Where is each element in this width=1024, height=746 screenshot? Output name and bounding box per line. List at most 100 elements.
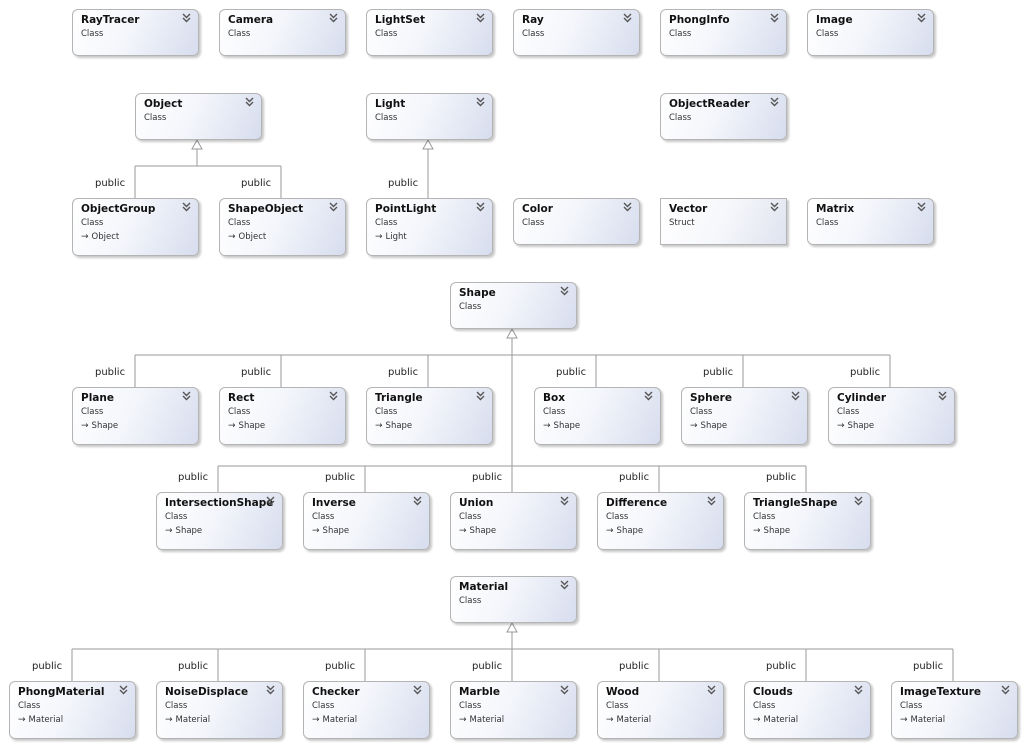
double-chevron-down-icon[interactable] (854, 685, 863, 695)
double-chevron-down-icon[interactable] (560, 685, 569, 695)
double-chevron-down-icon[interactable] (329, 202, 338, 212)
inherit-arrow-icon: → (753, 715, 761, 725)
double-chevron-down-icon[interactable] (707, 496, 716, 506)
double-chevron-down-icon[interactable] (854, 496, 863, 506)
double-chevron-down-icon[interactable] (119, 685, 128, 695)
double-chevron-down-icon[interactable] (476, 391, 485, 401)
class-kind: Class (837, 407, 860, 417)
inherit-arrow-icon: → (312, 526, 320, 536)
double-chevron-down-icon[interactable] (329, 391, 338, 401)
double-chevron-down-icon[interactable] (770, 13, 779, 23)
class-kind: Class (459, 701, 482, 711)
class-name: TriangleShape (753, 497, 838, 509)
double-chevron-down-icon[interactable] (476, 13, 485, 23)
double-chevron-down-icon[interactable] (266, 685, 275, 695)
class-kind: Class (81, 29, 104, 39)
class-kind: Class (753, 512, 776, 522)
double-chevron-down-icon[interactable] (644, 391, 653, 401)
class-kind: Class (165, 512, 188, 522)
base-class-name: Shape (553, 421, 581, 431)
base-class-name: Shape (385, 421, 413, 431)
inherit-arrow-icon: → (165, 715, 173, 725)
double-chevron-down-icon[interactable] (707, 685, 716, 695)
public-label: public (619, 661, 650, 672)
base-class-line: →Shape (690, 421, 727, 431)
base-class-line: →Material (18, 715, 63, 725)
base-class-line: →Shape (837, 421, 874, 431)
double-chevron-down-icon[interactable] (413, 685, 422, 695)
double-chevron-down-icon[interactable] (182, 13, 191, 23)
public-label: public (95, 178, 126, 189)
public-label: public (472, 472, 503, 483)
double-chevron-down-icon[interactable] (182, 202, 191, 212)
class-kind: Class (375, 29, 398, 39)
public-label: public (325, 661, 356, 672)
class-name: Difference (606, 497, 668, 509)
double-chevron-down-icon[interactable] (560, 580, 569, 590)
inherit-arrow-icon: → (81, 421, 89, 431)
double-chevron-down-icon[interactable] (560, 496, 569, 506)
double-chevron-down-icon[interactable] (623, 13, 632, 23)
class-name: Material (459, 581, 509, 593)
base-class-line: →Material (312, 715, 357, 725)
base-class-name: Material (322, 715, 358, 725)
double-chevron-down-icon[interactable] (1001, 685, 1010, 695)
double-chevron-down-icon[interactable] (476, 202, 485, 212)
double-chevron-down-icon[interactable] (476, 97, 485, 107)
double-chevron-down-icon[interactable] (791, 391, 800, 401)
double-chevron-down-icon[interactable] (245, 97, 254, 107)
class-kind: Class (459, 596, 482, 606)
double-chevron-down-icon[interactable] (770, 97, 779, 107)
double-chevron-down-icon[interactable] (266, 496, 275, 506)
double-chevron-down-icon[interactable] (938, 391, 947, 401)
double-chevron-down-icon[interactable] (770, 202, 779, 212)
double-chevron-down-icon[interactable] (623, 202, 632, 212)
double-chevron-down-icon[interactable] (560, 286, 569, 296)
class-name: Plane (81, 392, 114, 404)
double-chevron-down-icon[interactable] (182, 391, 191, 401)
double-chevron-down-icon[interactable] (329, 13, 338, 23)
class-name: Clouds (753, 686, 793, 698)
base-class-name: Shape (322, 526, 350, 536)
inherit-arrow-icon: → (900, 715, 908, 725)
double-chevron-down-icon[interactable] (917, 13, 926, 23)
double-chevron-down-icon[interactable] (413, 496, 422, 506)
base-class-name: Shape (700, 421, 728, 431)
double-chevron-down-icon[interactable] (917, 202, 926, 212)
